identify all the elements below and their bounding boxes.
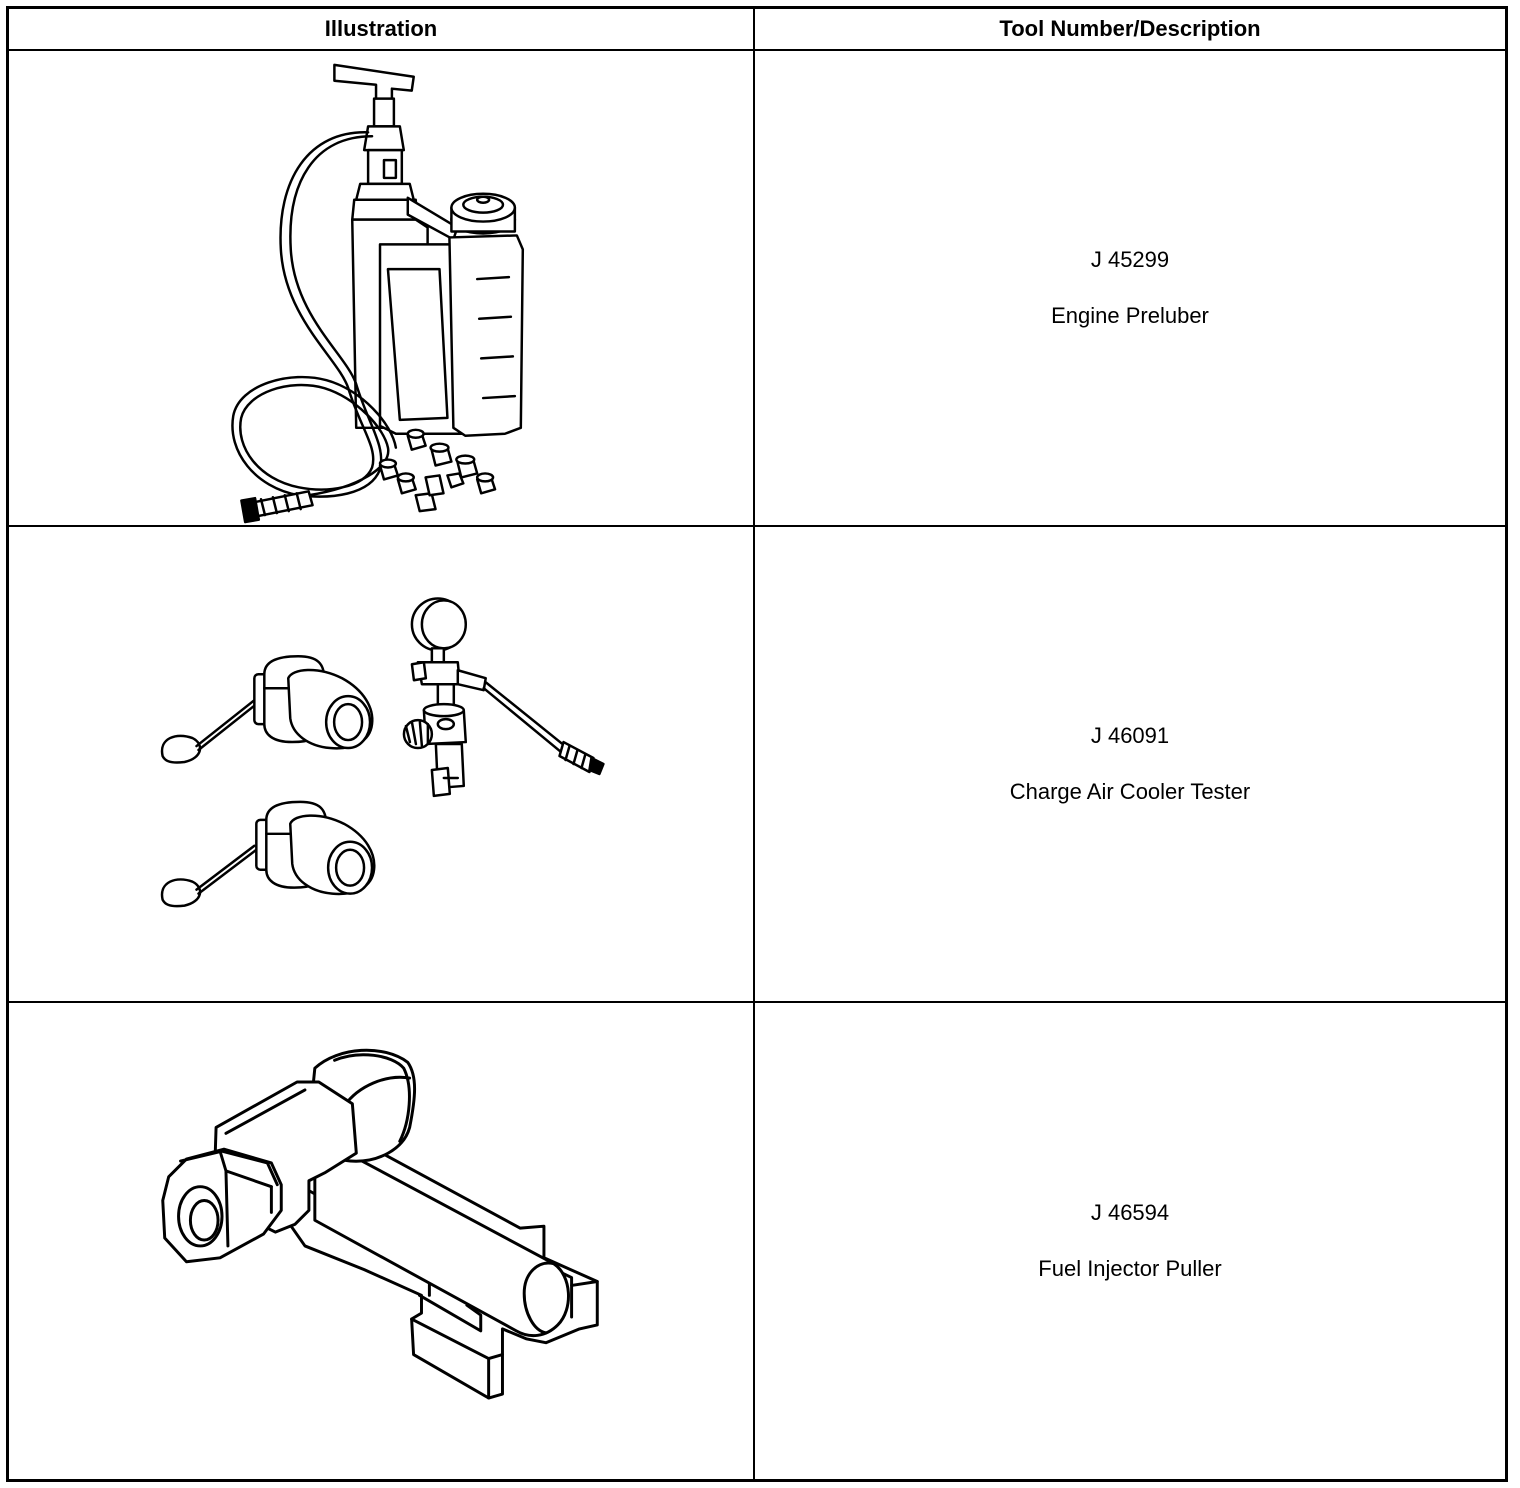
table-row-description: J 45299 Engine Preluber	[755, 51, 1505, 527]
tool-description: Engine Preluber	[1051, 303, 1209, 328]
table-row-illustration	[9, 527, 755, 1003]
tool-number: J 46594	[1090, 1200, 1170, 1225]
engine-preluber-icon	[231, 63, 525, 524]
tool-number: J 45299	[1090, 247, 1170, 272]
table-row-description: J 46091 Charge Air Cooler Tester	[755, 527, 1505, 1003]
table-row-description: J 46594 Fuel Injector Puller	[755, 1003, 1505, 1479]
tool-table: Illustration Tool Number/Description	[6, 6, 1508, 1482]
column-header-description: Tool Number/Description	[755, 9, 1505, 51]
table-row-illustration	[9, 1003, 755, 1479]
tool-description: Fuel Injector Puller	[1038, 1256, 1222, 1281]
table-row-illustration	[9, 51, 755, 527]
column-header-illustration: Illustration	[9, 9, 755, 51]
tool-description: Charge Air Cooler Tester	[1009, 779, 1251, 804]
fuel-injector-puller-icon	[161, 1048, 599, 1400]
charge-air-cooler-tester-icon	[160, 597, 605, 908]
tool-number: J 46091	[1090, 723, 1170, 748]
